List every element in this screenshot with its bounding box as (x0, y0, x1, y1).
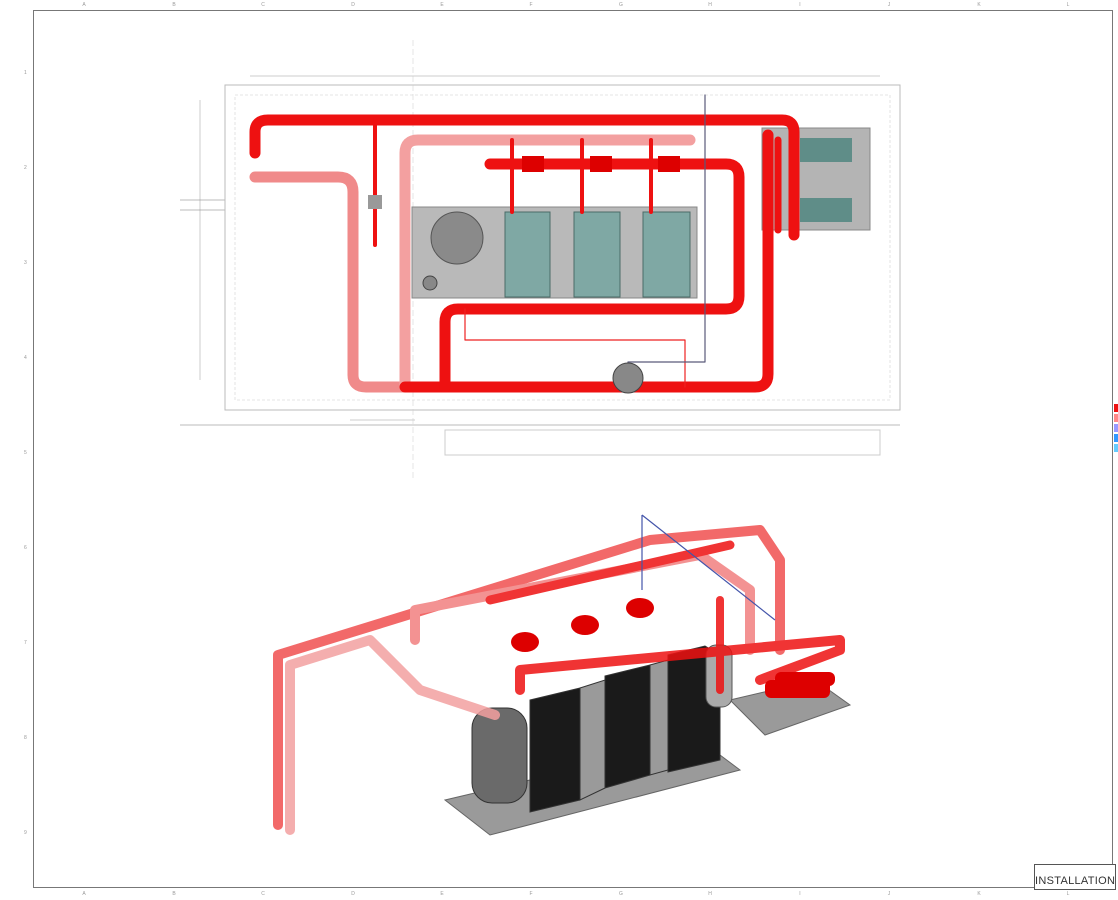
grid-column-label: G (619, 2, 623, 8)
chemical-feeder[interactable] (422, 275, 438, 291)
grid-column-label: E (440, 2, 444, 8)
legend-swatch-red (1114, 404, 1118, 412)
grid-column-label: K (977, 2, 981, 8)
grid-column-label: D (351, 2, 355, 8)
drawing-sheet-border (33, 10, 1113, 888)
grid-column-label: F (529, 2, 533, 8)
grid-column-label: G (619, 891, 623, 897)
legend-swatch-pink (1114, 414, 1118, 422)
grid-row-label: 7 (24, 640, 27, 646)
adjacent-room (444, 429, 881, 456)
grid-column-label: C (261, 891, 265, 897)
boiler-pump-3[interactable] (658, 156, 680, 172)
boiler-pump-2[interactable] (590, 156, 612, 172)
grid-row-label: 9 (24, 830, 27, 836)
grid-column-label: L (1066, 891, 1070, 897)
iso-expansion-tank[interactable] (471, 707, 528, 804)
pump-2-motor[interactable] (800, 198, 852, 222)
boiler-pump-1[interactable] (522, 156, 544, 172)
grid-column-label: I (799, 891, 801, 897)
grid-row-label: 1 (24, 70, 27, 76)
pump-1-motor[interactable] (800, 138, 852, 162)
bottom-main-pipe[interactable] (399, 129, 774, 393)
grid-column-label: L (1066, 2, 1070, 8)
return-loop-pipe[interactable] (399, 134, 696, 393)
iso-header[interactable] (485, 540, 735, 605)
legend-swatch-cyan (1114, 444, 1118, 452)
grid-column-label: A (82, 891, 86, 897)
grid-column-label: B (172, 2, 176, 8)
iso-boiler-1[interactable] (529, 687, 581, 813)
iso-boiler-pump-1[interactable] (511, 632, 539, 652)
boiler-1[interactable] (504, 211, 551, 298)
grid-column-label: B (172, 891, 176, 897)
grid-column-label: D (351, 891, 355, 897)
boiler-2[interactable] (573, 211, 621, 298)
iso-return-pipe[interactable] (285, 635, 500, 835)
grid-column-label: C (261, 2, 265, 8)
sheet-title: INSTALLATION (1035, 875, 1116, 887)
iso-boiler-loop[interactable] (515, 635, 845, 695)
grid-column-label: K (977, 891, 981, 897)
iso-boiler-2[interactable] (604, 664, 651, 789)
grid-row-label: 6 (24, 545, 27, 551)
iso-boiler-pump-2[interactable] (571, 615, 599, 635)
iso-boiler-1-side (579, 679, 606, 801)
return-pipe-pink[interactable] (249, 171, 411, 393)
iso-boiler-pump-3[interactable] (626, 598, 654, 618)
valve-assembly[interactable] (368, 195, 382, 209)
grid-row-label: 8 (24, 735, 27, 741)
grid-column-label: H (708, 891, 712, 897)
iso-supply-main[interactable] (273, 525, 785, 830)
air-separator[interactable] (612, 362, 644, 394)
gas-line (464, 308, 686, 388)
expansion-tank[interactable] (430, 211, 484, 265)
boiler-header-loop[interactable] (439, 158, 745, 393)
grid-row-label: 5 (24, 450, 27, 456)
grid-row-label: 4 (24, 355, 27, 361)
iso-boiler-2-side (649, 659, 669, 776)
branch-pipes[interactable] (373, 118, 653, 247)
grid-column-label: J (887, 2, 891, 8)
room-outline (224, 84, 901, 411)
title-block: INSTALLATION (1034, 864, 1116, 890)
iso-system-pump-2[interactable] (775, 672, 835, 686)
grid-column-label: A (82, 2, 86, 8)
grid-column-label: J (887, 891, 891, 897)
grid-column-label: H (708, 2, 712, 8)
room-inner-outline (234, 94, 891, 401)
grid-column-label: I (799, 2, 801, 8)
grid-row-label: 2 (24, 165, 27, 171)
grid-row-label: 3 (24, 260, 27, 266)
grid-column-label: E (440, 891, 444, 897)
supply-main-pipe[interactable] (249, 114, 800, 241)
grid-column-label: F (529, 891, 533, 897)
legend-swatch-blue (1114, 434, 1118, 442)
legend-swatch-purple (1114, 424, 1118, 432)
boiler-3[interactable] (642, 211, 691, 298)
iso-return-loop[interactable] (410, 550, 755, 655)
iso-vent-line (641, 514, 776, 621)
